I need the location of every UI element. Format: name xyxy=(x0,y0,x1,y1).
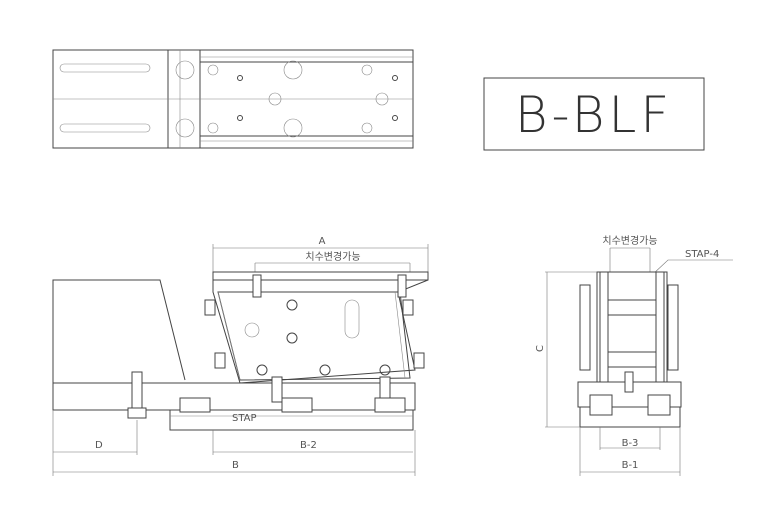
adjustable-note: 치수변경가능 xyxy=(305,250,360,263)
stap-note: STAP xyxy=(232,413,257,424)
dim-d-label: D xyxy=(95,440,103,451)
dim-b1-label: B-1 xyxy=(622,460,639,471)
dim-c-label: C xyxy=(535,345,546,352)
side-adjustable-note: 치수변경가능 xyxy=(602,234,657,247)
dim-a-label: A xyxy=(319,236,326,247)
top-view xyxy=(52,49,414,149)
dim-b-label: B xyxy=(232,460,239,471)
dim-b2-label: B-2 xyxy=(300,440,317,451)
front-view: A 치수변경가능 STAP xyxy=(52,236,429,476)
title-frame xyxy=(483,77,705,151)
side-view: 치수변경가능 STAP-4 C B-3 B-1 xyxy=(535,234,733,476)
dim-b3-label: B-3 xyxy=(622,438,639,449)
stap-callout: STAP-4 xyxy=(685,249,719,260)
title-block: B-BLF xyxy=(483,77,705,151)
model-name: B-BLF xyxy=(515,86,673,144)
